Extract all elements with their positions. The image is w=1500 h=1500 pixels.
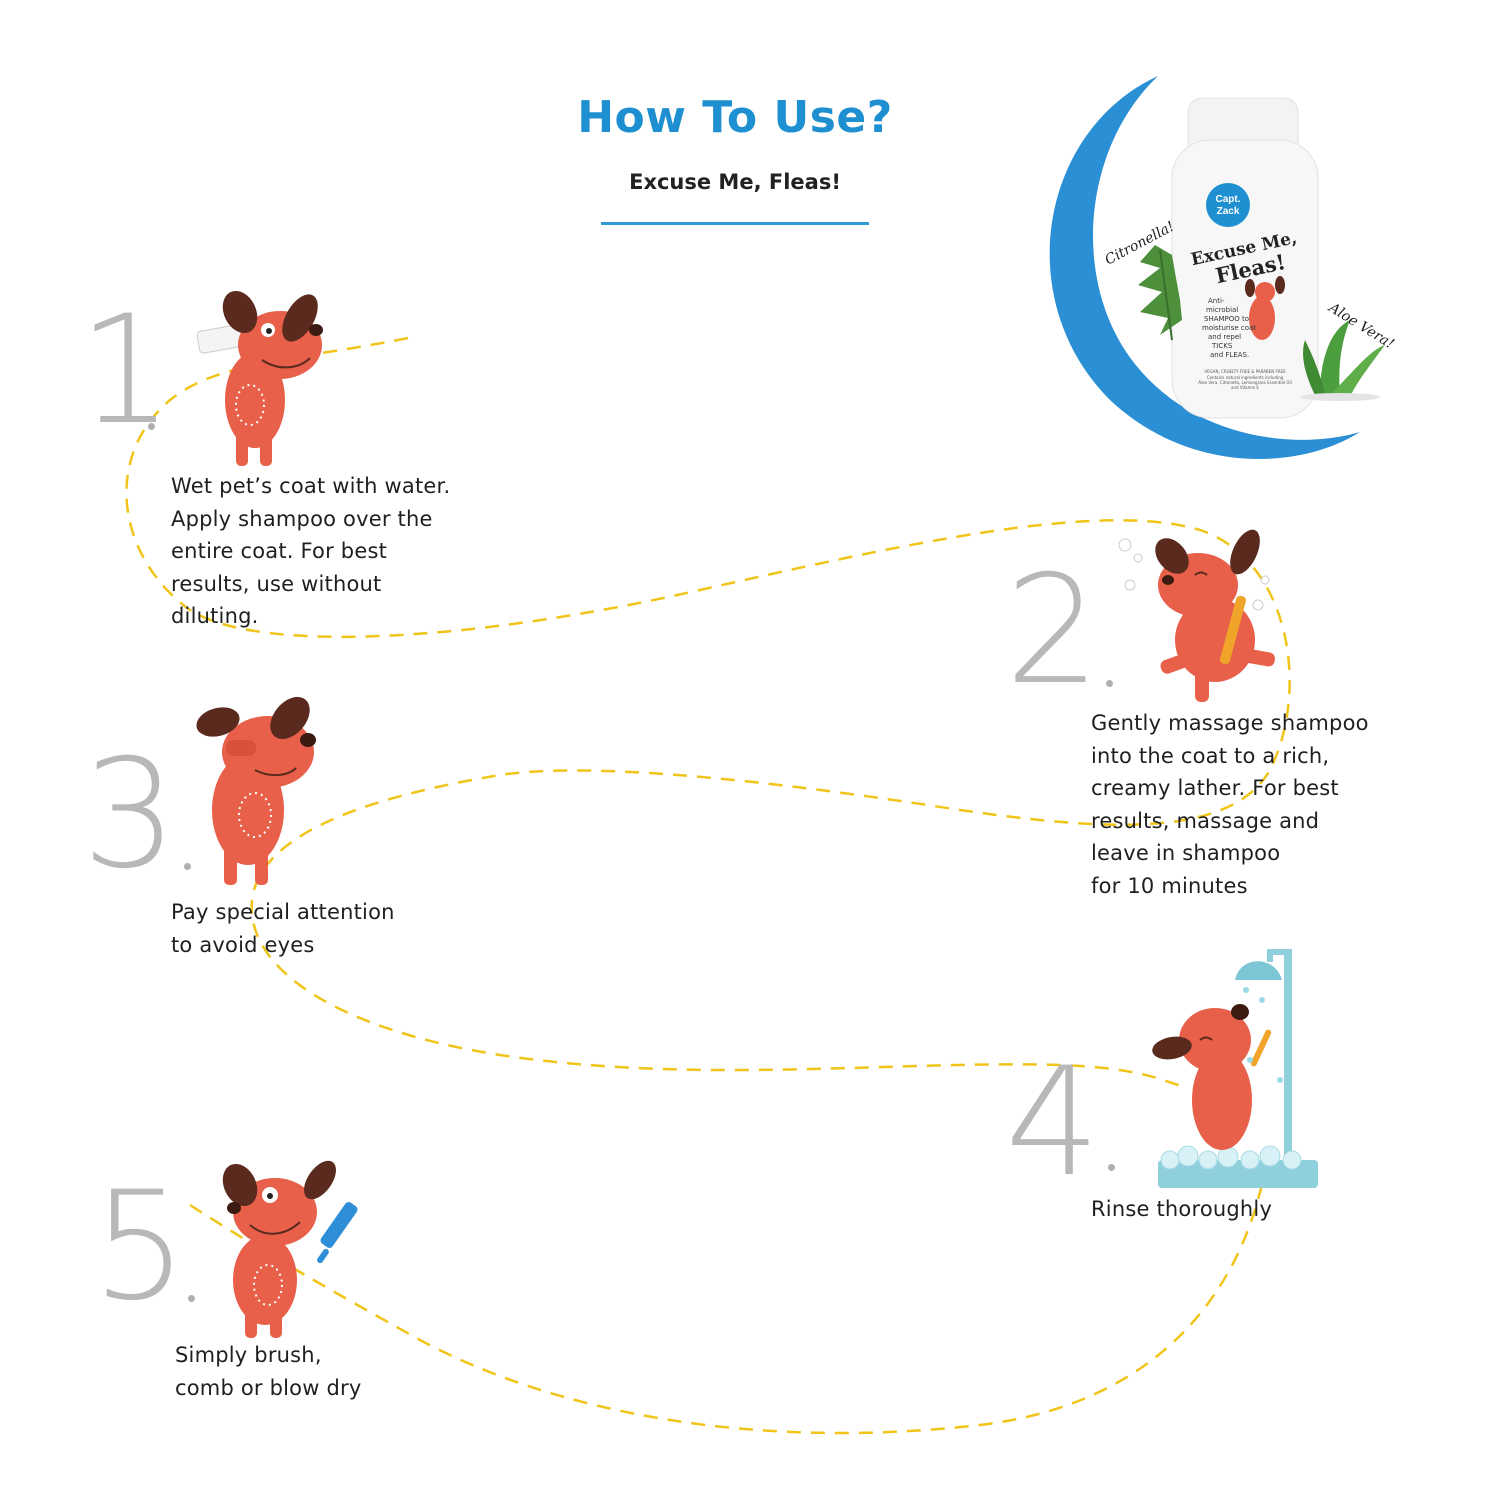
step-4-text: Rinse thoroughly — [1091, 1193, 1421, 1226]
step-3-text: Pay special attention to avoid eyes — [171, 896, 501, 961]
step-2-line-4: results, massage and — [1091, 808, 1320, 833]
step-1-line-5: diluting. — [171, 604, 259, 629]
step-1-number-dot — [148, 423, 155, 430]
step-4-number-dot — [1108, 1164, 1115, 1171]
step-4-line-1: Rinse thoroughly — [1091, 1197, 1273, 1221]
step-1-number: 1 — [78, 284, 174, 458]
page-title: How To Use? — [577, 92, 893, 143]
step-3-number: 3 — [82, 728, 178, 902]
step-1-line-4: results, use without — [171, 571, 382, 596]
step-1-line-3: entire coat. For best — [171, 539, 388, 564]
step-2-line-2: into the coat to a rich, — [1091, 743, 1330, 768]
step-2-number: 2 — [1005, 544, 1101, 718]
step-3-line-1: Pay special attention — [171, 900, 395, 924]
step-1-text: Wet pet’s coat with water. Apply shampoo… — [171, 470, 501, 633]
step-2-line-1: Gently massage shampoo — [1091, 711, 1369, 735]
title-divider — [601, 222, 869, 225]
step-2-text: Gently massage shampoo into the coat to … — [1091, 707, 1421, 903]
step-1-line-1: Wet pet’s coat with water. — [171, 474, 451, 498]
step-2-number-dot — [1106, 680, 1113, 687]
step-5-number: 5 — [92, 1160, 188, 1334]
step-5-number-dot — [188, 1295, 195, 1302]
step-5-line-2: comb or blow dry — [175, 1375, 362, 1400]
step-2-line-5: leave in shampoo — [1091, 841, 1281, 866]
step-4-number: 4 — [1005, 1036, 1101, 1210]
step-3-number-dot — [184, 863, 191, 870]
step-2-line-6: for 10 minutes — [1091, 873, 1248, 898]
step-1-line-2: Apply shampoo over the — [171, 506, 433, 531]
step-3-line-2: to avoid eyes — [171, 932, 315, 957]
page-subtitle: Excuse Me, Fleas! — [629, 170, 841, 194]
step-5-line-1: Simply brush, — [175, 1343, 322, 1367]
step-2-line-3: creamy lather. For best — [1091, 776, 1339, 801]
step-5-text: Simply brush, comb or blow dry — [175, 1339, 505, 1404]
